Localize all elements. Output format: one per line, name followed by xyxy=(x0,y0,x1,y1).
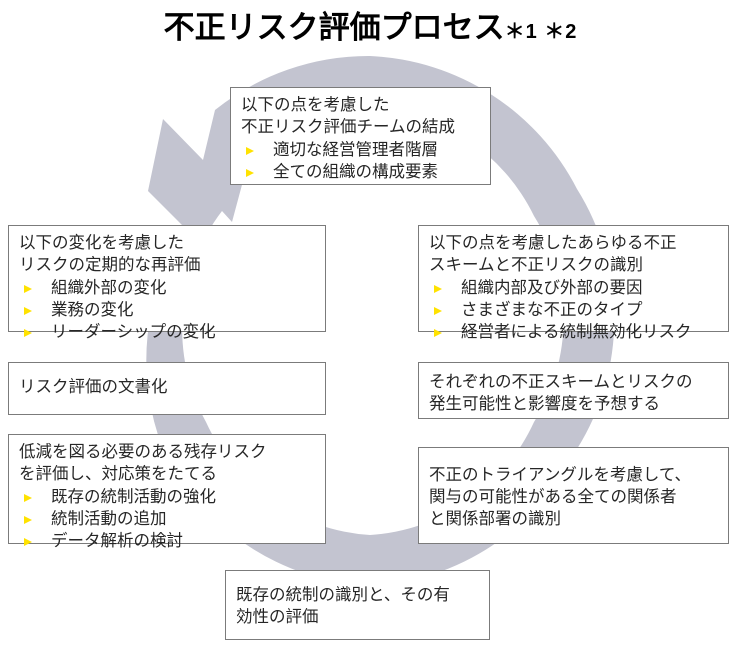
node-team[interactable]: 以下の点を考慮した 不正リスク評価チームの結成 適切な経営管理者階層 全ての組織… xyxy=(230,87,491,185)
list-item: データ解析の検討 xyxy=(19,531,316,553)
triangle-bullet-icon xyxy=(434,328,442,337)
bullet-label: リーダーシップの変化 xyxy=(51,322,216,341)
page-title-footnote: ＊1 ＊2 xyxy=(504,21,578,43)
list-item: リーダーシップの変化 xyxy=(19,322,316,344)
node-reassess-line-2: リスクの定期的な再評価 xyxy=(19,255,201,274)
node-residual[interactable]: 低減を図る必要のある残存リスク を評価し、対応策をたてる 既存の統制活動の強化 … xyxy=(8,434,326,550)
node-team-line-2: 不正リスク評価チームの結成 xyxy=(241,117,456,136)
node-reassess[interactable]: 以下の変化を考慮した リスクの定期的な再評価 組織外部の変化 業務の変化 リーダ… xyxy=(8,225,326,341)
list-item: 経営者による統制無効化リスク xyxy=(429,322,719,344)
page-title: 不正リスク評価プロセス＊1 ＊2 xyxy=(0,2,741,47)
list-item: 統制活動の追加 xyxy=(19,509,316,531)
triangle-bullet-icon xyxy=(24,493,32,502)
triangle-bullet-icon xyxy=(24,284,32,293)
node-residual-bullets: 既存の統制活動の強化 統制活動の追加 データ解析の検討 xyxy=(19,487,316,553)
node-existing-controls-line-1: 既存の統制の識別と、その有 xyxy=(236,586,450,604)
bullet-label: さまざまな不正のタイプ xyxy=(461,300,643,319)
bullet-label: データ解析の検討 xyxy=(51,531,183,550)
node-reassess-line-1: 以下の変化を考慮した xyxy=(19,234,184,252)
list-item: 適切な経営管理者階層 xyxy=(241,140,481,162)
node-likelihood-line-2: 発生可能性と影響度を予想する xyxy=(429,394,660,413)
node-fraud-triangle-line-2: 関与の可能性がある全ての関係者 xyxy=(429,487,677,506)
list-item: 全ての組織の構成要素 xyxy=(241,162,481,184)
node-identify[interactable]: 以下の点を考慮したあらゆる不正 スキームと不正リスクの識別 組織内部及び外部の要… xyxy=(418,225,729,341)
bullet-label: 組織内部及び外部の要因 xyxy=(461,278,643,297)
triangle-bullet-icon xyxy=(24,328,32,337)
triangle-bullet-icon xyxy=(24,537,32,546)
triangle-bullet-icon xyxy=(434,284,442,293)
node-existing-controls[interactable]: 既存の統制の識別と、その有 効性の評価 xyxy=(225,570,490,640)
node-residual-line-1: 低減を図る必要のある残存リスク xyxy=(19,443,267,461)
list-item: さまざまな不正のタイプ xyxy=(429,300,719,322)
node-identify-bullets: 組織内部及び外部の要因 さまざまな不正のタイプ 経営者による統制無効化リスク xyxy=(429,278,719,344)
bullet-label: 既存の統制活動の強化 xyxy=(51,487,216,506)
bullet-label: 組織外部の変化 xyxy=(51,278,167,297)
node-residual-line-2: を評価し、対応策をたてる xyxy=(19,464,217,483)
bullet-label: 業務の変化 xyxy=(51,300,134,319)
bullet-label: 統制活動の追加 xyxy=(51,509,167,528)
triangle-bullet-icon xyxy=(246,168,254,177)
node-fraud-triangle-line-3: と関係部署の識別 xyxy=(429,509,561,528)
bullet-label: 全ての組織の構成要素 xyxy=(273,162,438,181)
page-title-main: 不正リスク評価プロセス xyxy=(163,10,505,45)
node-fraud-triangle[interactable]: 不正のトライアングルを考慮して、 関与の可能性がある全ての関係者 と関係部署の識… xyxy=(418,447,729,544)
node-document[interactable]: リスク評価の文書化 xyxy=(8,362,326,415)
triangle-bullet-icon xyxy=(24,306,32,315)
node-reassess-bullets: 組織外部の変化 業務の変化 リーダーシップの変化 xyxy=(19,278,316,344)
triangle-bullet-icon xyxy=(24,515,32,524)
list-item: 業務の変化 xyxy=(19,300,316,322)
node-likelihood-line-1: それぞれの不正スキームとリスクの xyxy=(429,373,693,391)
bullet-label: 経営者による統制無効化リスク xyxy=(461,322,692,341)
node-existing-controls-line-2: 効性の評価 xyxy=(236,607,319,626)
node-likelihood[interactable]: それぞれの不正スキームとリスクの 発生可能性と影響度を予想する xyxy=(418,362,729,419)
node-identify-line-2: スキームと不正リスクの識別 xyxy=(429,255,644,274)
list-item: 既存の統制活動の強化 xyxy=(19,487,316,509)
bullet-label: 適切な経営管理者階層 xyxy=(273,140,438,159)
node-document-line-1: リスク評価の文書化 xyxy=(19,378,168,396)
triangle-bullet-icon xyxy=(246,146,254,155)
list-item: 組織内部及び外部の要因 xyxy=(429,278,719,300)
list-item: 組織外部の変化 xyxy=(19,278,316,300)
node-identify-line-1: 以下の点を考慮したあらゆる不正 xyxy=(429,234,677,252)
node-team-line-1: 以下の点を考慮した xyxy=(241,96,390,114)
triangle-bullet-icon xyxy=(434,306,442,315)
node-team-bullets: 適切な経営管理者階層 全ての組織の構成要素 xyxy=(241,140,481,184)
node-fraud-triangle-line-1: 不正のトライアングルを考慮して、 xyxy=(429,466,692,484)
